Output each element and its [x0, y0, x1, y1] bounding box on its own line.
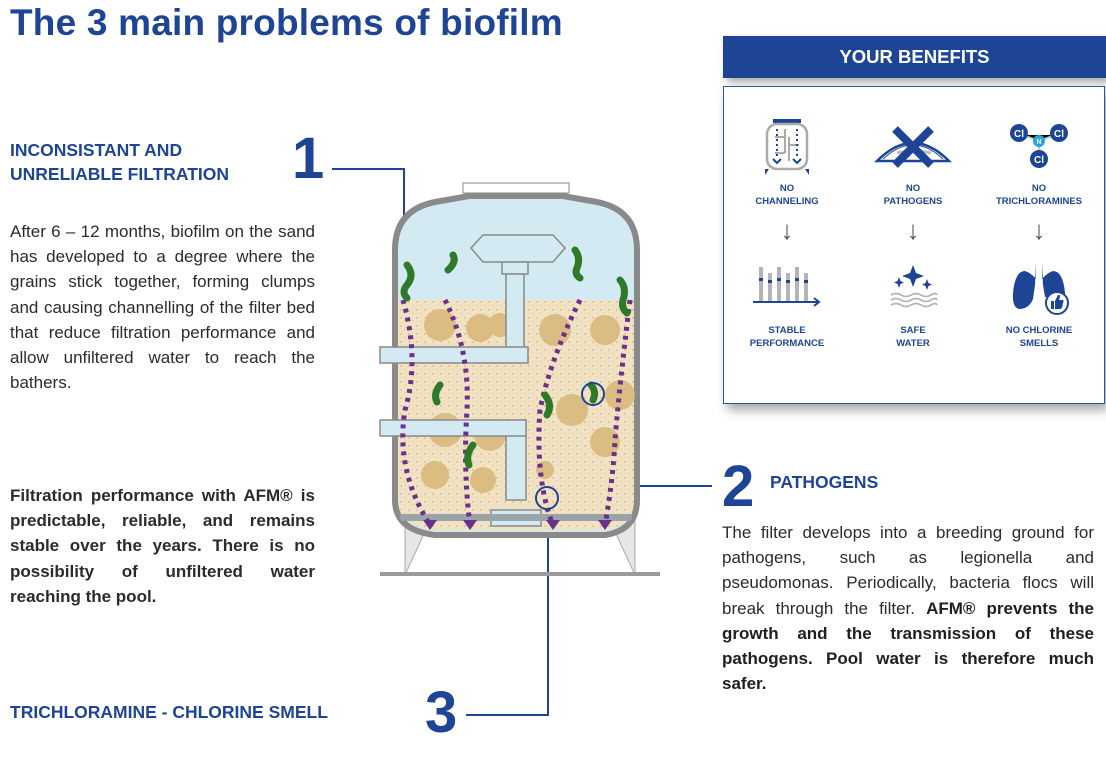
connector-line-3-h	[466, 714, 548, 716]
problem-2-heading: PATHOGENS	[770, 472, 879, 492]
lateral-collector	[400, 514, 632, 521]
benefit-no-trichloramines: Cl Cl Cl N NO TRICHLORAMINES	[976, 115, 1102, 208]
chlorine-atom-label: Cl	[1034, 155, 1044, 166]
benefit-top-line1: NO	[779, 183, 795, 194]
connector-line-1-h	[332, 168, 404, 170]
filter-tank-illustration	[379, 182, 660, 576]
benefit-bottom-label: STABLE PERFORMANCE	[724, 325, 850, 350]
channel-flow-paths	[400, 298, 633, 527]
benefit-no-channeling: NO CHANNELING	[724, 115, 850, 208]
central-pipe	[379, 234, 567, 527]
benefit-no-pathogens: NO PATHOGENS	[850, 115, 976, 208]
benefit-bottom-line1: SAFE	[900, 325, 926, 336]
benefits-header: YOUR BENEFITS	[723, 36, 1106, 78]
benefit-top-label: NO CHANNELING	[724, 183, 850, 208]
benefit-top-line1: NO	[905, 183, 921, 194]
benefit-top-line1: NO	[1031, 183, 1047, 194]
connector-line-2-h	[592, 485, 712, 487]
problem-1-heading-line1: INCONSISTANT AND	[10, 140, 183, 160]
benefit-bottom-line2: WATER	[896, 337, 930, 349]
chlorine-atom-label: Cl	[1014, 129, 1024, 140]
benefit-top-label: NO TRICHLORAMINES	[976, 183, 1102, 208]
benefit-bottom-line1: NO CHLORINE	[1005, 325, 1073, 336]
problem-3-number: 3	[425, 680, 458, 745]
problem-2-number: 2	[722, 454, 755, 519]
benefit-stable-performance: STABLE PERFORMANCE	[724, 259, 850, 350]
arrow-down-icon: ↓	[906, 215, 920, 245]
benefit-bottom-label: NO CHLORINE SMELLS	[976, 325, 1102, 350]
problem-1-heading: INCONSISTANT AND UNRELIABLE FILTRATION	[10, 138, 229, 186]
benefit-bottom-label: SAFE WATER	[850, 325, 976, 350]
problem-2-body-text: The filter develops into a breeding grou…	[722, 523, 1094, 618]
problem-1-number: 1	[292, 126, 325, 191]
stable-bars-icon	[753, 267, 821, 307]
benefit-bottom-line2: SMELLS	[1019, 337, 1059, 349]
benefit-top-line2: TRICHLORAMINES	[995, 195, 1083, 207]
benefit-top-line2: CHANNELING	[755, 195, 819, 207]
problem-1-body: After 6 – 12 months, biofilm on the sand…	[10, 222, 315, 393]
arrow-down-icon: ↓	[1032, 215, 1046, 245]
benefit-safe-water: SAFE WATER	[850, 259, 976, 350]
trichloramine-molecule-icon: Cl Cl Cl N	[1010, 124, 1068, 168]
connector-line-3-v	[547, 506, 549, 716]
benefit-bottom-line2: PERFORMANCE	[749, 337, 825, 349]
filter-channel-icon	[765, 119, 809, 175]
arrow-down-icon: ↓	[780, 215, 794, 245]
page-title: The 3 main problems of biofilm	[10, 2, 563, 43]
benefit-bottom-line1: STABLE	[768, 325, 806, 336]
flow-arrowheads	[423, 520, 612, 530]
highlight-circle-2	[581, 382, 605, 406]
nitrogen-atom-label: N	[1036, 139, 1041, 146]
benefits-panel: NO CHANNELING ↓ STABLE PERFORMANCE	[723, 86, 1105, 404]
chlorine-atom-label: Cl	[1054, 129, 1064, 140]
benefit-top-label: NO PATHOGENS	[850, 183, 976, 208]
tank-lid	[462, 182, 570, 194]
benefit-no-chlorine-smells: NO CHLORINE SMELLS	[976, 259, 1102, 350]
crossed-pathogen-icon	[873, 126, 953, 168]
problem-1-heading-line2: UNRELIABLE FILTRATION	[10, 164, 230, 184]
problem-3-heading: TRICHLORAMINE - CHLORINE SMELL	[10, 702, 328, 722]
problem-1-afm-statement: Filtration performance with AFM® is pred…	[10, 486, 315, 606]
benefit-top-line2: PATHOGENS	[883, 195, 943, 207]
highlight-circle-3	[535, 486, 559, 510]
problem-2-afm-statement: AFM® prevents the growth and the transmi…	[722, 598, 1094, 694]
bacteria	[400, 246, 631, 469]
sparkle-water-icon	[890, 265, 938, 308]
lungs-thumbs-up-icon	[1012, 263, 1069, 315]
problem-2-body: The filter develops into a breeding grou…	[722, 520, 1094, 696]
